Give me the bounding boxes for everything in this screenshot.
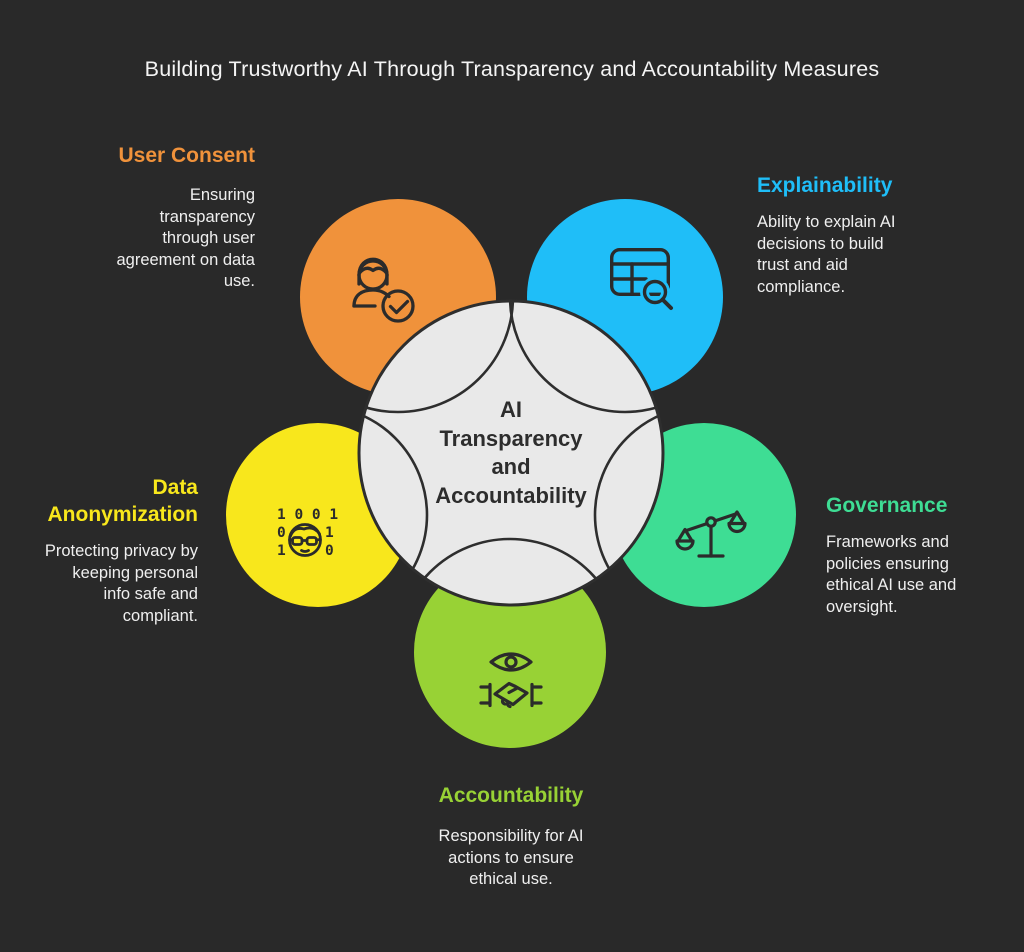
data-anonymization-arc [359,404,429,605]
binary-row2-right: 1 [325,525,334,541]
balance-scale-icon [675,510,747,558]
governance-arc [593,404,663,605]
anonymous-face-icon: 1 0 0 1 0 1 1 0 [277,507,338,559]
section-desc-accountability: Responsibility for AI actions to ensure … [438,827,584,889]
section-explainability: Explainability Ability to explain AI dec… [757,172,1007,298]
section-title-accountability: Accountability [438,784,584,807]
binary-row3-left: 1 [277,543,286,559]
section-desc-data-anonymization: Protecting privacy by keeping personal i… [44,542,198,625]
accountability-arc [395,537,625,605]
section-desc-user-consent: Ensuring transparency through user agree… [116,186,255,291]
section-accountability: Accountability Responsibility for AI act… [311,782,711,891]
section-title-user-consent: User Consent [118,144,255,167]
table-search-icon [610,248,673,310]
user-consent-arc [359,301,515,414]
binary-row1: 1 0 0 1 [277,507,338,523]
scale-pivot [705,516,717,528]
overlap-arcs [359,301,663,605]
section-desc-explainability: Ability to explain AI decisions to build… [757,213,896,296]
eye-handshake-icon [479,652,543,709]
center-label: AI Transparency and Accountability [435,397,587,508]
section-data-anonymization: Data Anonymization Protecting privacy by… [0,474,198,627]
explainability-arc [508,301,663,414]
binary-row2-left: 0 [277,525,286,541]
section-title-explainability: Explainability [757,174,893,197]
person-check-icon [352,257,415,323]
section-title-data-anonymization: Data Anonymization [47,476,199,526]
section-user-consent: User Consent Ensuring transparency throu… [0,142,255,293]
section-title-governance: Governance [826,494,948,517]
accountability-circle [414,556,606,748]
section-governance: Governance Frameworks and policies ensur… [826,492,1024,618]
section-desc-governance: Frameworks and policies ensuring ethical… [826,533,957,616]
binary-row3-right: 0 [325,543,334,559]
page-title: Building Trustworthy AI Through Transpar… [144,57,880,81]
